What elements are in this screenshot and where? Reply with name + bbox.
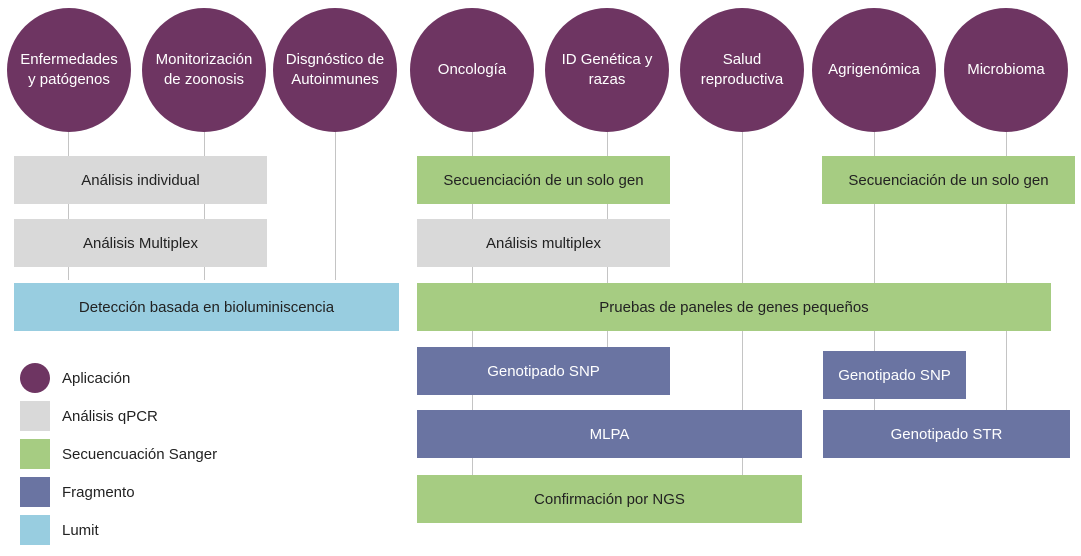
- application-circle-microbioma: Microbioma: [944, 8, 1068, 132]
- legend-swatch-lumit: [20, 515, 50, 545]
- connector-line-7: [874, 130, 875, 410]
- box-secuenciacion-center: Secuenciación de un solo gen: [417, 156, 670, 204]
- legend-item-application: Aplicación: [20, 363, 130, 393]
- connector-line-1: [68, 130, 69, 280]
- legend-swatch-sanger: [20, 439, 50, 469]
- box-genotipado-str: Genotipado STR: [823, 410, 1070, 458]
- box-secuenciacion-right: Secuenciación de un solo gen: [822, 156, 1075, 204]
- box-genotipado-snp-center: Genotipado SNP: [417, 347, 670, 395]
- connector-line-2: [204, 130, 205, 280]
- legend-swatch-qpcr: [20, 401, 50, 431]
- legend-label-lumit: Lumit: [62, 521, 99, 539]
- box-mlpa: MLPA: [417, 410, 802, 458]
- legend-item-sanger: Secuencuación Sanger: [20, 439, 217, 469]
- box-confirmacion-ngs: Confirmación por NGS: [417, 475, 802, 523]
- legend-swatch-application: [20, 363, 50, 393]
- box-analisis-multiplex-left: Análisis Multiplex: [14, 219, 267, 267]
- legend-swatch-fragment: [20, 477, 50, 507]
- box-paneles-genes: Pruebas de paneles de genes pequeños: [417, 283, 1051, 331]
- box-analisis-individual: Análisis individual: [14, 156, 267, 204]
- application-circle-oncologia: Oncología: [410, 8, 534, 132]
- application-circle-autoinmunes: Disgnóstico de Autoinmunes: [273, 8, 397, 132]
- legend-label-fragment: Fragmento: [62, 483, 135, 501]
- application-circle-agrigenomica: Agrigenómica: [812, 8, 936, 132]
- legend-item-lumit: Lumit: [20, 515, 99, 545]
- legend-label-qpcr: Análisis qPCR: [62, 407, 158, 425]
- application-circle-id-genetica: ID Genética y razas: [545, 8, 669, 132]
- box-genotipado-snp-right: Genotipado SNP: [823, 351, 966, 399]
- box-bioluminiscencia: Detección basada en bioluminiscencia: [14, 283, 399, 331]
- application-circle-enfermedades: Enfermedades y patógenos: [7, 8, 131, 132]
- legend-label-sanger: Secuencuación Sanger: [62, 445, 218, 463]
- application-circle-salud-reproductiva: Salud reproductiva: [680, 8, 804, 132]
- legend-item-qpcr: Análisis qPCR: [20, 401, 158, 431]
- connector-line-3: [335, 130, 336, 280]
- legend-label-application: Aplicación: [62, 369, 131, 387]
- legend-item-fragment: Fragmento: [20, 477, 135, 507]
- application-circle-zoonosis: Monitorización de zoonosis: [142, 8, 266, 132]
- box-analisis-multiplex-center: Análisis multiplex: [417, 219, 670, 267]
- connector-line-8: [1006, 130, 1007, 410]
